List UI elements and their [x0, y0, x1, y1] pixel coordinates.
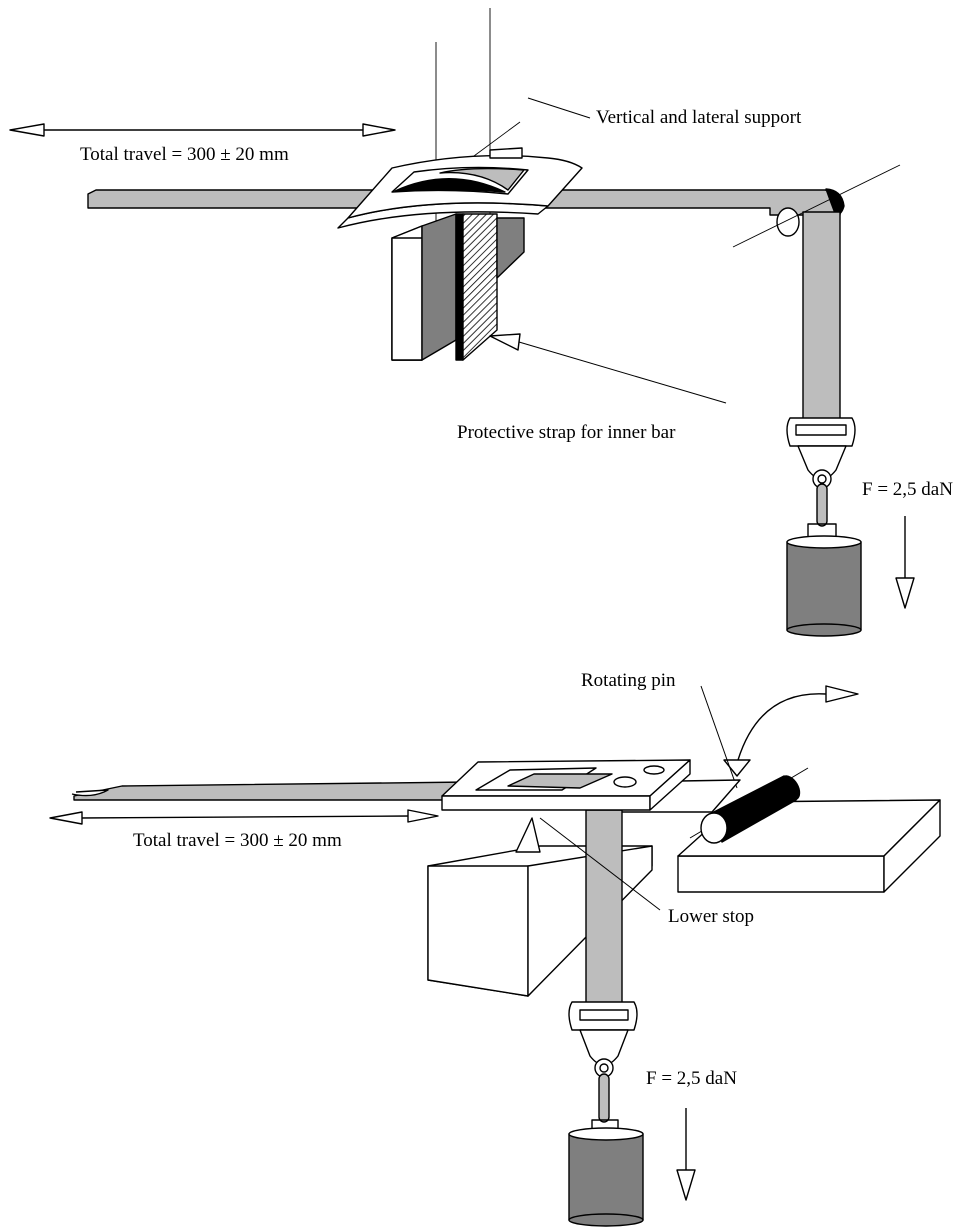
stop-label: Lower stop: [668, 906, 754, 927]
inner-bar: [455, 213, 464, 361]
pin-label: Rotating pin: [581, 670, 676, 691]
upper-weight: [786, 535, 862, 637]
bar-break: [71, 789, 109, 797]
pin-axis: [732, 164, 901, 248]
lower-clamp: [568, 1001, 638, 1078]
lower-figure: [49, 685, 941, 1227]
rotating-pin: [689, 767, 809, 844]
upper-hook: [807, 523, 837, 540]
upper-figure: [9, 8, 915, 637]
lower-column: [585, 809, 623, 1011]
lower-hook: [591, 1119, 619, 1134]
support-curve-grey: [439, 167, 525, 191]
lower-weight: [568, 1127, 644, 1227]
lower-force-label: F = 2,5 daN: [646, 1068, 737, 1089]
lower-force-arrow: [676, 1108, 696, 1201]
support-tab: [489, 147, 523, 159]
vertical-arm: [802, 211, 841, 421]
lower-bar: [73, 781, 471, 801]
block-side: [421, 213, 457, 361]
block-back: [496, 217, 525, 279]
strap-leader: [489, 333, 727, 404]
lower-stop: [515, 817, 541, 853]
upper-force-arrow: [895, 516, 915, 609]
strap-label: Protective strap for inner bar: [457, 422, 676, 443]
upper-force-label: F = 2,5 daN: [862, 479, 953, 500]
rotation-arrow: [723, 685, 859, 777]
upper-travel-label: Total travel = 300 ± 20 mm: [80, 144, 289, 165]
lower-travel-label: Total travel = 300 ± 20 mm: [133, 830, 342, 851]
support-leader: [527, 97, 591, 119]
lower-travel-arrow: [49, 809, 439, 825]
upper-rod: [816, 483, 828, 527]
right-table: [677, 799, 941, 893]
upper-clamp: [786, 417, 856, 489]
support-label: Vertical and lateral support: [596, 107, 802, 128]
stop-leader: [539, 817, 661, 911]
protective-strap: [462, 213, 498, 361]
support-curve-dark: [394, 178, 506, 193]
pin-leader: [700, 685, 738, 789]
corner-pin: [776, 207, 800, 237]
travel-arrow: [9, 123, 396, 137]
lower-rod: [598, 1073, 610, 1123]
slider-plate: [441, 759, 691, 811]
